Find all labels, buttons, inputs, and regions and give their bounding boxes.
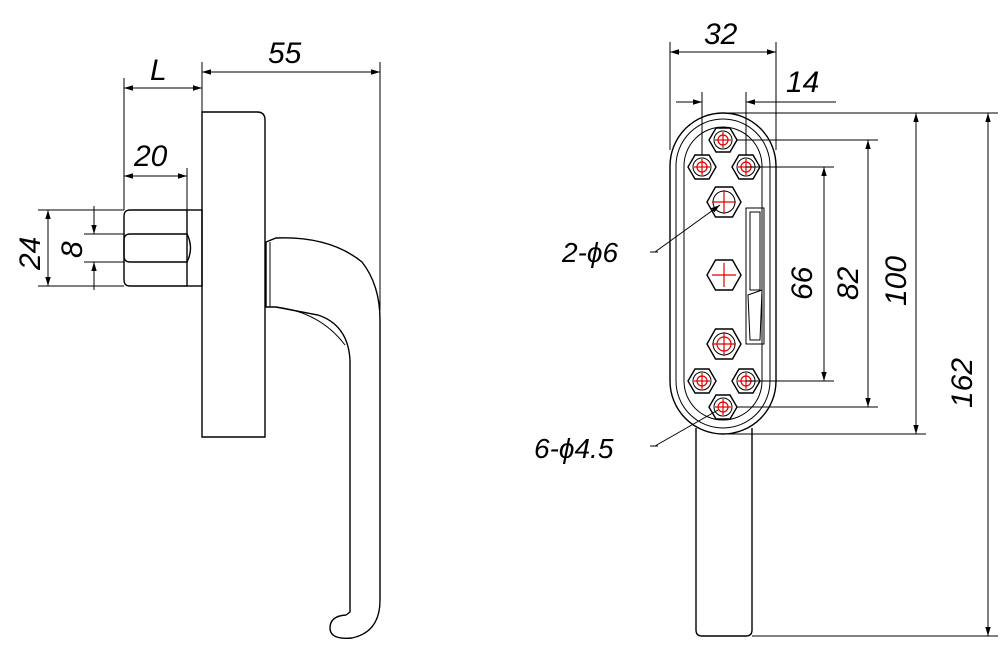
side-view: 55 L 20 24 8 [14, 37, 381, 639]
dim-32: 32 [669, 18, 777, 150]
dim-100: 100 [724, 112, 926, 435]
dim-66-label: 66 [786, 266, 819, 300]
dim-24: 24 [14, 209, 124, 287]
dim-100-label: 100 [880, 256, 913, 306]
side-spindle-slot [123, 233, 187, 263]
screw-large-upper [706, 186, 742, 218]
screw-bottom-center [708, 394, 738, 420]
dim-24-label: 24 [14, 237, 47, 271]
front-spindle-slot [745, 207, 765, 345]
callout-small-holes: 6-ϕ4.5 [534, 409, 719, 464]
dim-55: 55 [201, 37, 381, 310]
dim-8-label: 8 [56, 241, 89, 258]
dim-82: 82 [736, 139, 878, 408]
callout-large-holes: 2-ϕ6 [561, 204, 721, 268]
dim-20-label: 20 [133, 140, 168, 173]
dim-162: 162 [752, 112, 998, 637]
dim-66: 66 [746, 166, 834, 382]
screw-top-center [708, 127, 738, 153]
side-spindle-collar [186, 209, 203, 287]
front-rose-outer [669, 112, 777, 435]
dim-20: 20 [124, 140, 188, 210]
dim-14: 14 [676, 66, 836, 155]
front-handle-lever [695, 428, 753, 637]
dim-L: L [123, 54, 202, 210]
front-view: 32 14 66 82 100 [534, 18, 998, 637]
side-spindle [123, 209, 187, 287]
dim-8: 8 [56, 206, 124, 290]
dim-82-label: 82 [832, 266, 865, 300]
dim-L-label: L [150, 54, 167, 87]
screw-large-lower [706, 328, 742, 360]
dim-162-label: 162 [946, 358, 979, 408]
front-rose-inner [675, 118, 771, 429]
callout-small-holes-label: 6-ϕ4.5 [534, 433, 614, 464]
dim-32-label: 32 [704, 18, 738, 51]
front-rose-recess [683, 126, 763, 421]
dim-55-label: 55 [268, 37, 302, 70]
side-handle [265, 237, 381, 639]
screw-large-middle [706, 259, 742, 291]
dim-14-label: 14 [786, 66, 819, 99]
side-base-plate [201, 111, 266, 438]
screw-top-left [687, 154, 717, 180]
callout-large-holes-label: 2-ϕ6 [561, 237, 618, 268]
screw-bottom-left [687, 368, 717, 394]
